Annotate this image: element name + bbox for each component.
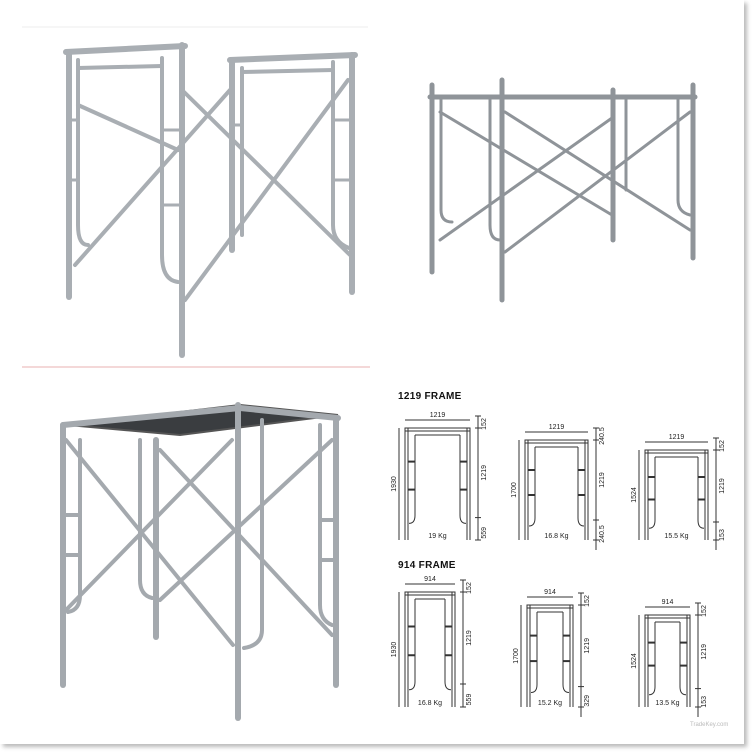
width-dimension: 1219 xyxy=(549,424,565,431)
top-dimension: 152 xyxy=(466,582,473,594)
scaffold-frame-pair-photo xyxy=(63,42,358,358)
middle-dimension: 1219 xyxy=(701,644,708,660)
bottom-dimension: 153 xyxy=(701,696,708,708)
height-dimension: 1524 xyxy=(631,487,638,503)
height-dimension: 1930 xyxy=(391,642,398,658)
watermark: TradeKey.com xyxy=(690,722,729,728)
height-dimension: 1524 xyxy=(631,653,638,669)
width-dimension: 1219 xyxy=(430,412,446,419)
frame-diagram: 914 1700 152 1219 329 15.2 Kg xyxy=(513,589,591,717)
top-dimension: 152 xyxy=(701,605,708,617)
height-dimension: 1700 xyxy=(513,648,520,664)
weight-label: 13.5 Kg xyxy=(655,700,679,707)
top-dimension: 152 xyxy=(481,418,488,430)
weight-label: 16.8 Kg xyxy=(418,700,442,707)
middle-dimension: 1219 xyxy=(481,465,488,481)
top-dimension: 152 xyxy=(584,595,591,607)
scaffold-tower-with-planks-photo xyxy=(60,402,341,721)
frame-diagram: 1219 1700 240.5 1219 240.5 16.8 Kg xyxy=(511,424,606,550)
weight-label: 15.5 Kg xyxy=(664,533,688,540)
top-dimension: 240.5 xyxy=(599,427,606,445)
frame-diagram: 914 1930 152 1219 559 16.8 Kg xyxy=(391,576,473,708)
frame-diagram: 1219 1524 152 1219 153 15.5 Kg xyxy=(631,434,726,550)
height-dimension: 1930 xyxy=(391,476,398,492)
width-dimension: 914 xyxy=(544,589,556,596)
width-dimension: 914 xyxy=(424,576,436,583)
top-dimension: 152 xyxy=(719,440,726,452)
frame-diagram: 914 1524 152 1219 153 13.5 Kg xyxy=(631,599,708,717)
bottom-dimension: 559 xyxy=(481,527,488,539)
width-dimension: 1219 xyxy=(669,434,685,441)
group-1219-title: 1219 FRAME xyxy=(398,391,462,402)
weight-label: 15.2 Kg xyxy=(538,700,562,707)
bottom-dimension: 559 xyxy=(466,694,473,706)
scaffold-frame-set-photo xyxy=(427,77,698,303)
group-914-title: 914 FRAME xyxy=(398,560,456,571)
middle-dimension: 1219 xyxy=(584,638,591,654)
frame-diagram: 1219 1930 152 1219 559 19 Kg xyxy=(391,412,488,541)
weight-label: 16.8 Kg xyxy=(544,533,568,540)
middle-dimension: 1219 xyxy=(599,472,606,488)
height-dimension: 1700 xyxy=(511,482,518,498)
middle-dimension: 1219 xyxy=(719,478,726,494)
weight-label: 19 Kg xyxy=(428,533,446,540)
bottom-dimension: 153 xyxy=(719,529,726,541)
middle-dimension: 1219 xyxy=(466,630,473,646)
bottom-dimension: 329 xyxy=(584,695,591,707)
bottom-dimension: 240.5 xyxy=(599,525,606,543)
width-dimension: 914 xyxy=(662,599,674,606)
